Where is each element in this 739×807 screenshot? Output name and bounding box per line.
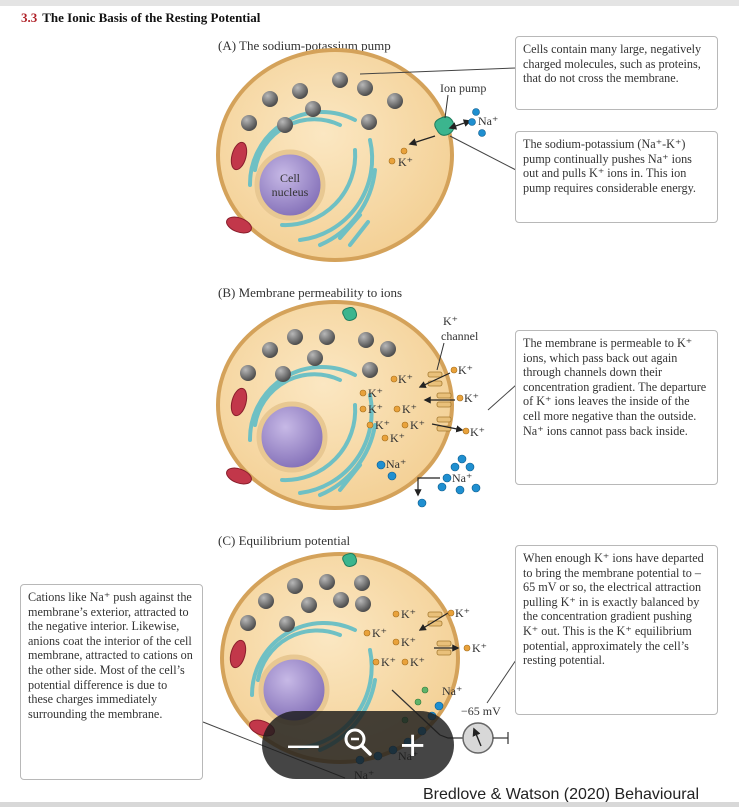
ion-pump-c xyxy=(342,553,357,567)
na-label-c1: Na⁺ xyxy=(442,684,462,698)
anion-molecules-c xyxy=(240,574,371,632)
nucleus-label-line1: Cell xyxy=(280,171,301,185)
zoom-controls: — + xyxy=(262,711,454,779)
na-label-b1: Na⁺ xyxy=(386,457,406,471)
zoom-in-button[interactable]: + xyxy=(398,725,427,765)
potassium-ions-b xyxy=(359,366,470,442)
k-label-c3: K⁺ xyxy=(401,635,416,649)
anion-molecules-b xyxy=(240,329,396,382)
callout-equilibrium: When enough K⁺ ions have departed to bri… xyxy=(515,545,718,715)
na-label-a: Na⁺ xyxy=(478,114,498,128)
k-label-b8: K⁺ xyxy=(458,363,473,377)
leader-line-b xyxy=(487,384,517,411)
k-label-c4: K⁺ xyxy=(381,655,396,669)
ion-pump-label: Ion pump xyxy=(440,81,486,95)
leader-line-c1 xyxy=(486,659,517,704)
top-toolbar-edge xyxy=(0,0,739,6)
k-label-b1: K⁺ xyxy=(398,372,413,386)
k-label-b6: K⁺ xyxy=(410,418,425,432)
potassium-ions-c xyxy=(363,609,471,666)
k-channel-label-line2: channel xyxy=(441,329,479,343)
callout-anions: Cells contain many large, negatively cha… xyxy=(515,36,718,110)
zoom-reset-button[interactable] xyxy=(336,726,380,764)
citation: Bredlove & Watson (2020) Behavioural xyxy=(423,786,699,803)
potassium-ions-a xyxy=(388,147,408,165)
k-label-c7: K⁺ xyxy=(472,641,487,655)
voltage-label: −65 mV xyxy=(461,704,501,718)
cell-b: K⁺ channel K⁺ K⁺ K⁺ K⁺ K⁺ K⁺ K⁺ K⁺ K⁺ K⁺ xyxy=(216,300,517,510)
leader-line-a1 xyxy=(359,67,517,75)
callout-permeability: The membrane is permeable to K⁺ ions, wh… xyxy=(515,330,718,485)
nucleus-label-line2: nucleus xyxy=(272,185,309,199)
panel-c-label: (C) Equilibrium potential xyxy=(218,533,351,548)
panel-b-label: (B) Membrane permeability to ions xyxy=(218,285,403,300)
k-label-b10: K⁺ xyxy=(470,425,485,439)
k-label-a: K⁺ xyxy=(398,155,413,169)
k-channels-b xyxy=(427,371,452,432)
cell-a: Cell nucleus Ion pump Na⁺ K⁺ xyxy=(216,48,517,262)
anion-molecules-a xyxy=(241,72,403,133)
mitochondria-a xyxy=(226,141,252,234)
zoom-out-button[interactable]: — xyxy=(286,725,321,765)
k-channels-c xyxy=(427,611,452,656)
na-label-b2: Na⁺ xyxy=(452,471,472,485)
bottom-edge xyxy=(0,802,739,807)
k-label-b2: K⁺ xyxy=(368,386,383,400)
k-label-b7: K⁺ xyxy=(390,431,405,445)
k-label-b4: K⁺ xyxy=(402,402,417,416)
k-label-b9: K⁺ xyxy=(464,391,479,405)
leader-line-a2 xyxy=(449,135,517,171)
k-channel-label-line1: K⁺ xyxy=(443,314,458,328)
figure-title-text: The Ionic Basis of the Resting Potential xyxy=(42,10,261,25)
sodium-ions-a xyxy=(468,108,486,137)
mitochondria-b xyxy=(226,387,252,485)
callout-pump: The sodium-potassium (Na⁺-K⁺) pump conti… xyxy=(515,131,718,223)
callout-cations: Cations like Na⁺ push against the membra… xyxy=(20,584,203,780)
figure-number: 3.3 xyxy=(21,10,38,25)
k-label-b3: K⁺ xyxy=(368,402,383,416)
k-label-c5: K⁺ xyxy=(410,655,425,669)
k-label-c6: K⁺ xyxy=(455,606,470,620)
sodium-ions-b xyxy=(376,454,481,508)
k-label-c2: K⁺ xyxy=(372,626,387,640)
cell-nucleus-b xyxy=(256,401,328,473)
figure-title: 3.3 The Ionic Basis of the Resting Potent… xyxy=(21,10,260,26)
k-label-b5: K⁺ xyxy=(375,418,390,432)
cell-nucleus-a xyxy=(254,149,326,221)
k-label-c1: K⁺ xyxy=(401,607,416,621)
magnifier-minus-icon xyxy=(344,728,372,756)
ion-pump-b xyxy=(342,307,357,321)
